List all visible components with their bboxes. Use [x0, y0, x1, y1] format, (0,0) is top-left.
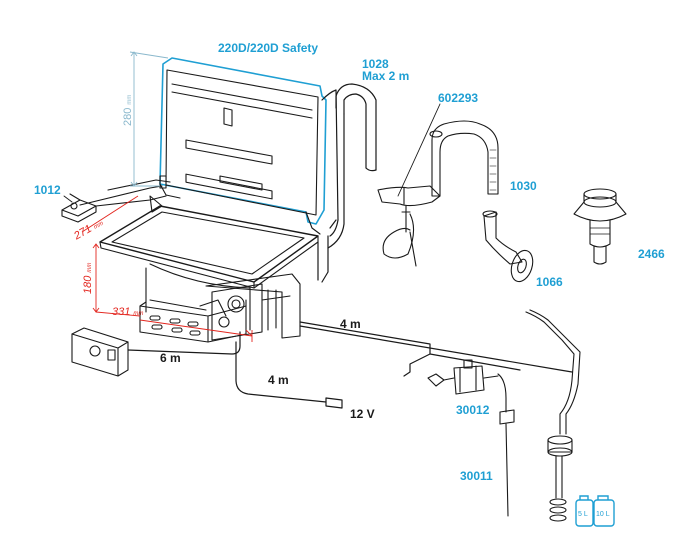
part-label-2466: 2466 [638, 247, 665, 261]
pickup-tube-30011 [497, 373, 515, 517]
dim-180: 180 mm [82, 263, 97, 294]
tanks [575, 495, 615, 527]
tank-10l-label: 10 L [596, 511, 610, 518]
dim-280-value: 280 [122, 107, 134, 126]
cables [127, 321, 573, 409]
vent-cap-2466 [573, 188, 627, 265]
dim-331: 331 mm [112, 306, 143, 321]
dim-180-unit: mm [87, 262, 93, 273]
dim-280: 280 mm [122, 95, 137, 126]
control-panel [71, 327, 129, 377]
part-note-1028: Max 2 m [362, 69, 410, 83]
bracket-1012 [61, 175, 171, 223]
fuel-pickup [525, 309, 581, 522]
chimney-1066 [482, 210, 534, 283]
tank-5l-label: 5 L [578, 511, 588, 518]
part-label-602293: 602293 [438, 91, 479, 105]
part-label-30012: 30012 [456, 403, 490, 417]
dim-280-unit: mm [127, 94, 133, 105]
hose-length: 4 m [340, 317, 361, 331]
dim-331-value: 331 [112, 306, 131, 318]
part-label-1012: 1012 [34, 183, 61, 197]
stove-top [99, 205, 319, 289]
dim-180-value: 180 [82, 275, 94, 294]
power-voltage: 12 V [350, 407, 375, 421]
dim-271-unit: mm [93, 220, 105, 231]
part-label-30011: 30011 [460, 469, 493, 483]
panel-cable-length: 6 m [160, 351, 181, 365]
dimension-lines [81, 51, 253, 342]
lid-panel [159, 57, 327, 235]
diagram-title: 220D/220D Safety [218, 41, 319, 55]
power-cable-length: 4 m [268, 373, 289, 387]
part-label-1028: 1028 [362, 57, 389, 71]
dim-331-unit: mm [133, 311, 144, 317]
leader-lines [63, 103, 441, 203]
part-label-1066: 1066 [536, 275, 563, 289]
exhaust-hose-1028 [317, 83, 377, 283]
burner-housing [139, 267, 301, 343]
hose-1030 [429, 120, 499, 197]
deflector-602293 [377, 185, 441, 267]
part-label-1030: 1030 [510, 179, 537, 193]
valve-30012 [427, 359, 499, 395]
